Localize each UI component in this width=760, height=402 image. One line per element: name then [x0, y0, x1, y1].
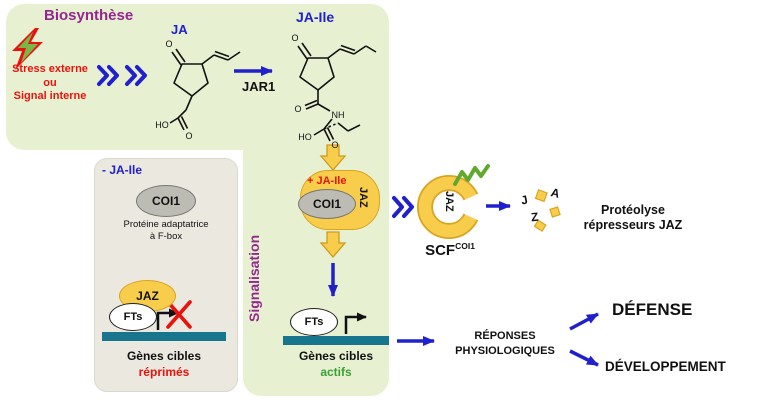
responses-line-2: PHYSIOLOGIQUES	[455, 345, 555, 357]
jaile-label: JA-Ile	[296, 9, 335, 25]
jaz-scf-label: JAZ	[443, 191, 455, 212]
scf-label: SCFCOI1	[415, 241, 485, 259]
stress-line-2: ou	[43, 76, 57, 89]
jaz-debris-fragments	[533, 189, 561, 232]
stress-line-1: Stress externe	[12, 63, 88, 75]
genes-repressed-state: réprimés	[138, 365, 190, 379]
biosynthesis-title: Biosynthèse	[44, 7, 134, 24]
genes-repressed-label: Gènes cibles	[126, 349, 202, 363]
scf-crescent-gap	[449, 186, 495, 228]
chevron-arrows-to-scf-icon	[392, 196, 414, 218]
jaile-bonds	[297, 42, 377, 142]
gene-bar-repressed	[102, 332, 226, 341]
jar1-label: JAR1	[242, 79, 276, 94]
debris-letter-z: Z	[530, 209, 540, 225]
coi1-description: Protéine adaptatrice à F-box	[98, 219, 234, 243]
coi1-active: COI1	[298, 189, 356, 219]
stress-lightning-icon	[12, 28, 43, 70]
atom-label-acid-o: O	[185, 131, 192, 141]
ja-bonds	[169, 48, 241, 131]
proteolysis-line-1: Protéolyse	[601, 203, 665, 217]
ja-structure: O HO O	[155, 39, 241, 141]
jaz-active-label: JAZ	[357, 187, 369, 208]
gene-bar-active	[283, 336, 389, 345]
promoter-arrow-repressed	[156, 308, 179, 330]
fts-active: FTs	[290, 308, 338, 336]
plus-jaile-label: + JA-Ile	[307, 175, 347, 187]
scf-superscript: COI1	[455, 241, 475, 251]
signaling-title: Signalisation	[246, 234, 262, 322]
coi1-description-line-2: à F-box	[149, 231, 183, 242]
coi1-repressed: COI1	[136, 185, 196, 217]
jaile-structure: O O NH HO O	[291, 33, 377, 150]
coi1-description-line-1: Protéine adaptatrice	[123, 219, 209, 230]
atom-label-acid-o: O	[331, 140, 338, 150]
atom-label-ho: HO	[298, 132, 312, 142]
atom-label-ketone-o: O	[291, 33, 298, 43]
repression-cross-icon	[166, 300, 192, 329]
ubiquitin-chain-icon	[453, 164, 490, 186]
genes-active-label: Gènes cibles	[298, 349, 374, 363]
atom-label-ketone-o: O	[165, 39, 172, 49]
scf-name: SCF	[425, 242, 456, 259]
proteolysis-caption: Protéolyse répresseurs JAZ	[574, 203, 692, 233]
defense-label: DÉFENSE	[612, 300, 693, 319]
stress-line-3: Signal interne	[13, 90, 87, 102]
ja-label: JA	[171, 22, 188, 37]
atom-label-ho: HO	[155, 120, 169, 130]
arrow-to-development	[569, 349, 599, 367]
arrow-to-defense	[569, 312, 599, 331]
promoter-arrow-active	[344, 312, 367, 334]
fts-repressed: FTs	[109, 303, 157, 331]
yellow-down-arrow-2	[319, 231, 347, 258]
yellow-down-arrow-1	[319, 144, 347, 171]
responses-line-1: RÉPONSES	[474, 330, 536, 342]
minus-jaile-label: - JA-Ile	[102, 163, 143, 177]
proteolysis-line-2: répresseurs JAZ	[583, 218, 683, 232]
stress-text: Stress externe ou Signal interne	[4, 63, 96, 104]
responses-label: RÉPONSES PHYSIOLOGIQUES	[445, 329, 565, 359]
chevron-arrows-icon	[97, 65, 147, 86]
genes-active-state: actifs	[320, 365, 352, 379]
atom-label-nh: NH	[332, 110, 345, 120]
atom-label-amide-o: O	[294, 104, 301, 114]
development-label: DÉVELOPPEMENT	[605, 359, 726, 374]
